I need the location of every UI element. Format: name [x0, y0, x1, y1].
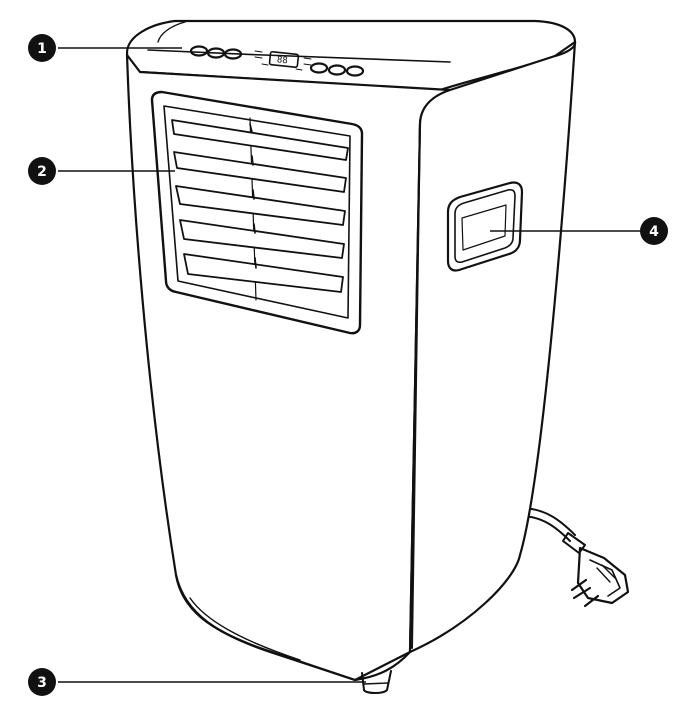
callout-number: 4 — [649, 224, 659, 240]
callout-1: 1 — [28, 34, 56, 62]
callout-4: 4 — [640, 217, 668, 245]
panel-button[interactable] — [189, 45, 209, 57]
callout-badge — [28, 157, 56, 185]
carry-handle — [446, 181, 524, 272]
callout-3: 3 — [28, 668, 56, 696]
unit-body — [125, 19, 577, 682]
callout-badge — [28, 668, 56, 696]
callout-badge — [28, 34, 56, 62]
callout-number: 2 — [37, 164, 47, 180]
led-display — [268, 50, 300, 69]
panel-button[interactable] — [345, 65, 365, 77]
callout-number: 1 — [37, 41, 47, 57]
led-readout: 88 — [276, 55, 288, 66]
callout-badge — [640, 217, 668, 245]
plug-icon — [570, 546, 630, 608]
callout-2: 2 — [28, 157, 56, 185]
caster-wheel — [361, 670, 392, 694]
control-panel — [189, 45, 365, 77]
panel-button[interactable] — [327, 64, 347, 76]
callout-number: 3 — [37, 675, 47, 691]
louver-blades — [171, 119, 349, 293]
panel-button[interactable] — [309, 62, 329, 74]
panel-button[interactable] — [223, 48, 243, 60]
panel-button[interactable] — [206, 47, 226, 59]
